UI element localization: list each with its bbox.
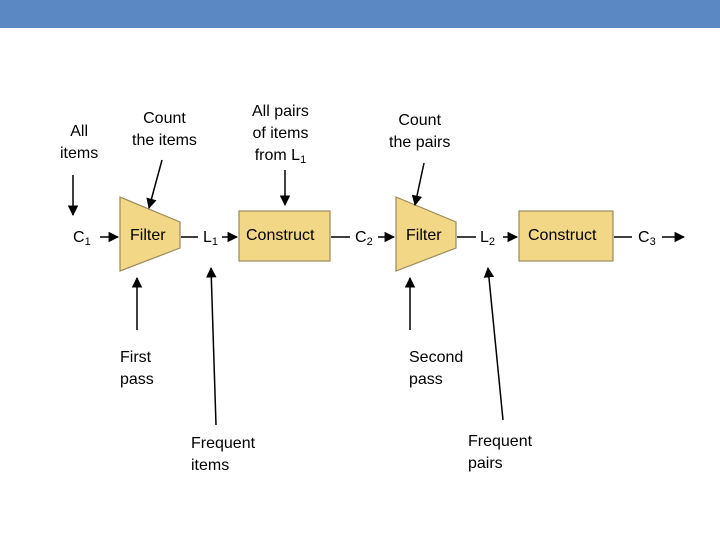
count-items-label: Count the items	[132, 110, 197, 149]
symbol-c1: C1	[73, 229, 91, 248]
symbol-c3: C3	[638, 229, 656, 248]
count-items-pointer	[146, 159, 163, 210]
filter-1-label: Filter	[130, 227, 166, 244]
construct-2-label: Construct	[528, 227, 597, 244]
frequent-pairs-label: Frequent pairs	[468, 433, 533, 472]
filter-2-label: Filter	[406, 227, 442, 244]
count-pairs-pointer	[411, 162, 425, 207]
count-pairs-label: Count the pairs	[389, 112, 451, 151]
construct-2-shape	[518, 210, 614, 262]
title-bar	[0, 0, 720, 28]
first-pass-label: First pass	[120, 349, 154, 388]
second-pass-label: Second pass	[409, 349, 464, 388]
frequent-pairs-pointer	[483, 266, 504, 421]
frequent-items-pointer	[206, 266, 217, 426]
frequent-items-label: Frequent items	[191, 435, 256, 474]
filter-2-shape	[395, 196, 457, 272]
symbol-l2: L2	[480, 229, 496, 248]
filter-1-shape	[119, 196, 181, 272]
symbol-l1: L1	[203, 229, 219, 248]
symbol-c2: C2	[355, 229, 373, 248]
construct-1-shape	[238, 210, 331, 262]
all-items-label: All items	[60, 123, 99, 162]
all-pairs-label: All pairs of items from L1	[252, 103, 309, 166]
construct-1-label: Construct	[246, 227, 315, 244]
